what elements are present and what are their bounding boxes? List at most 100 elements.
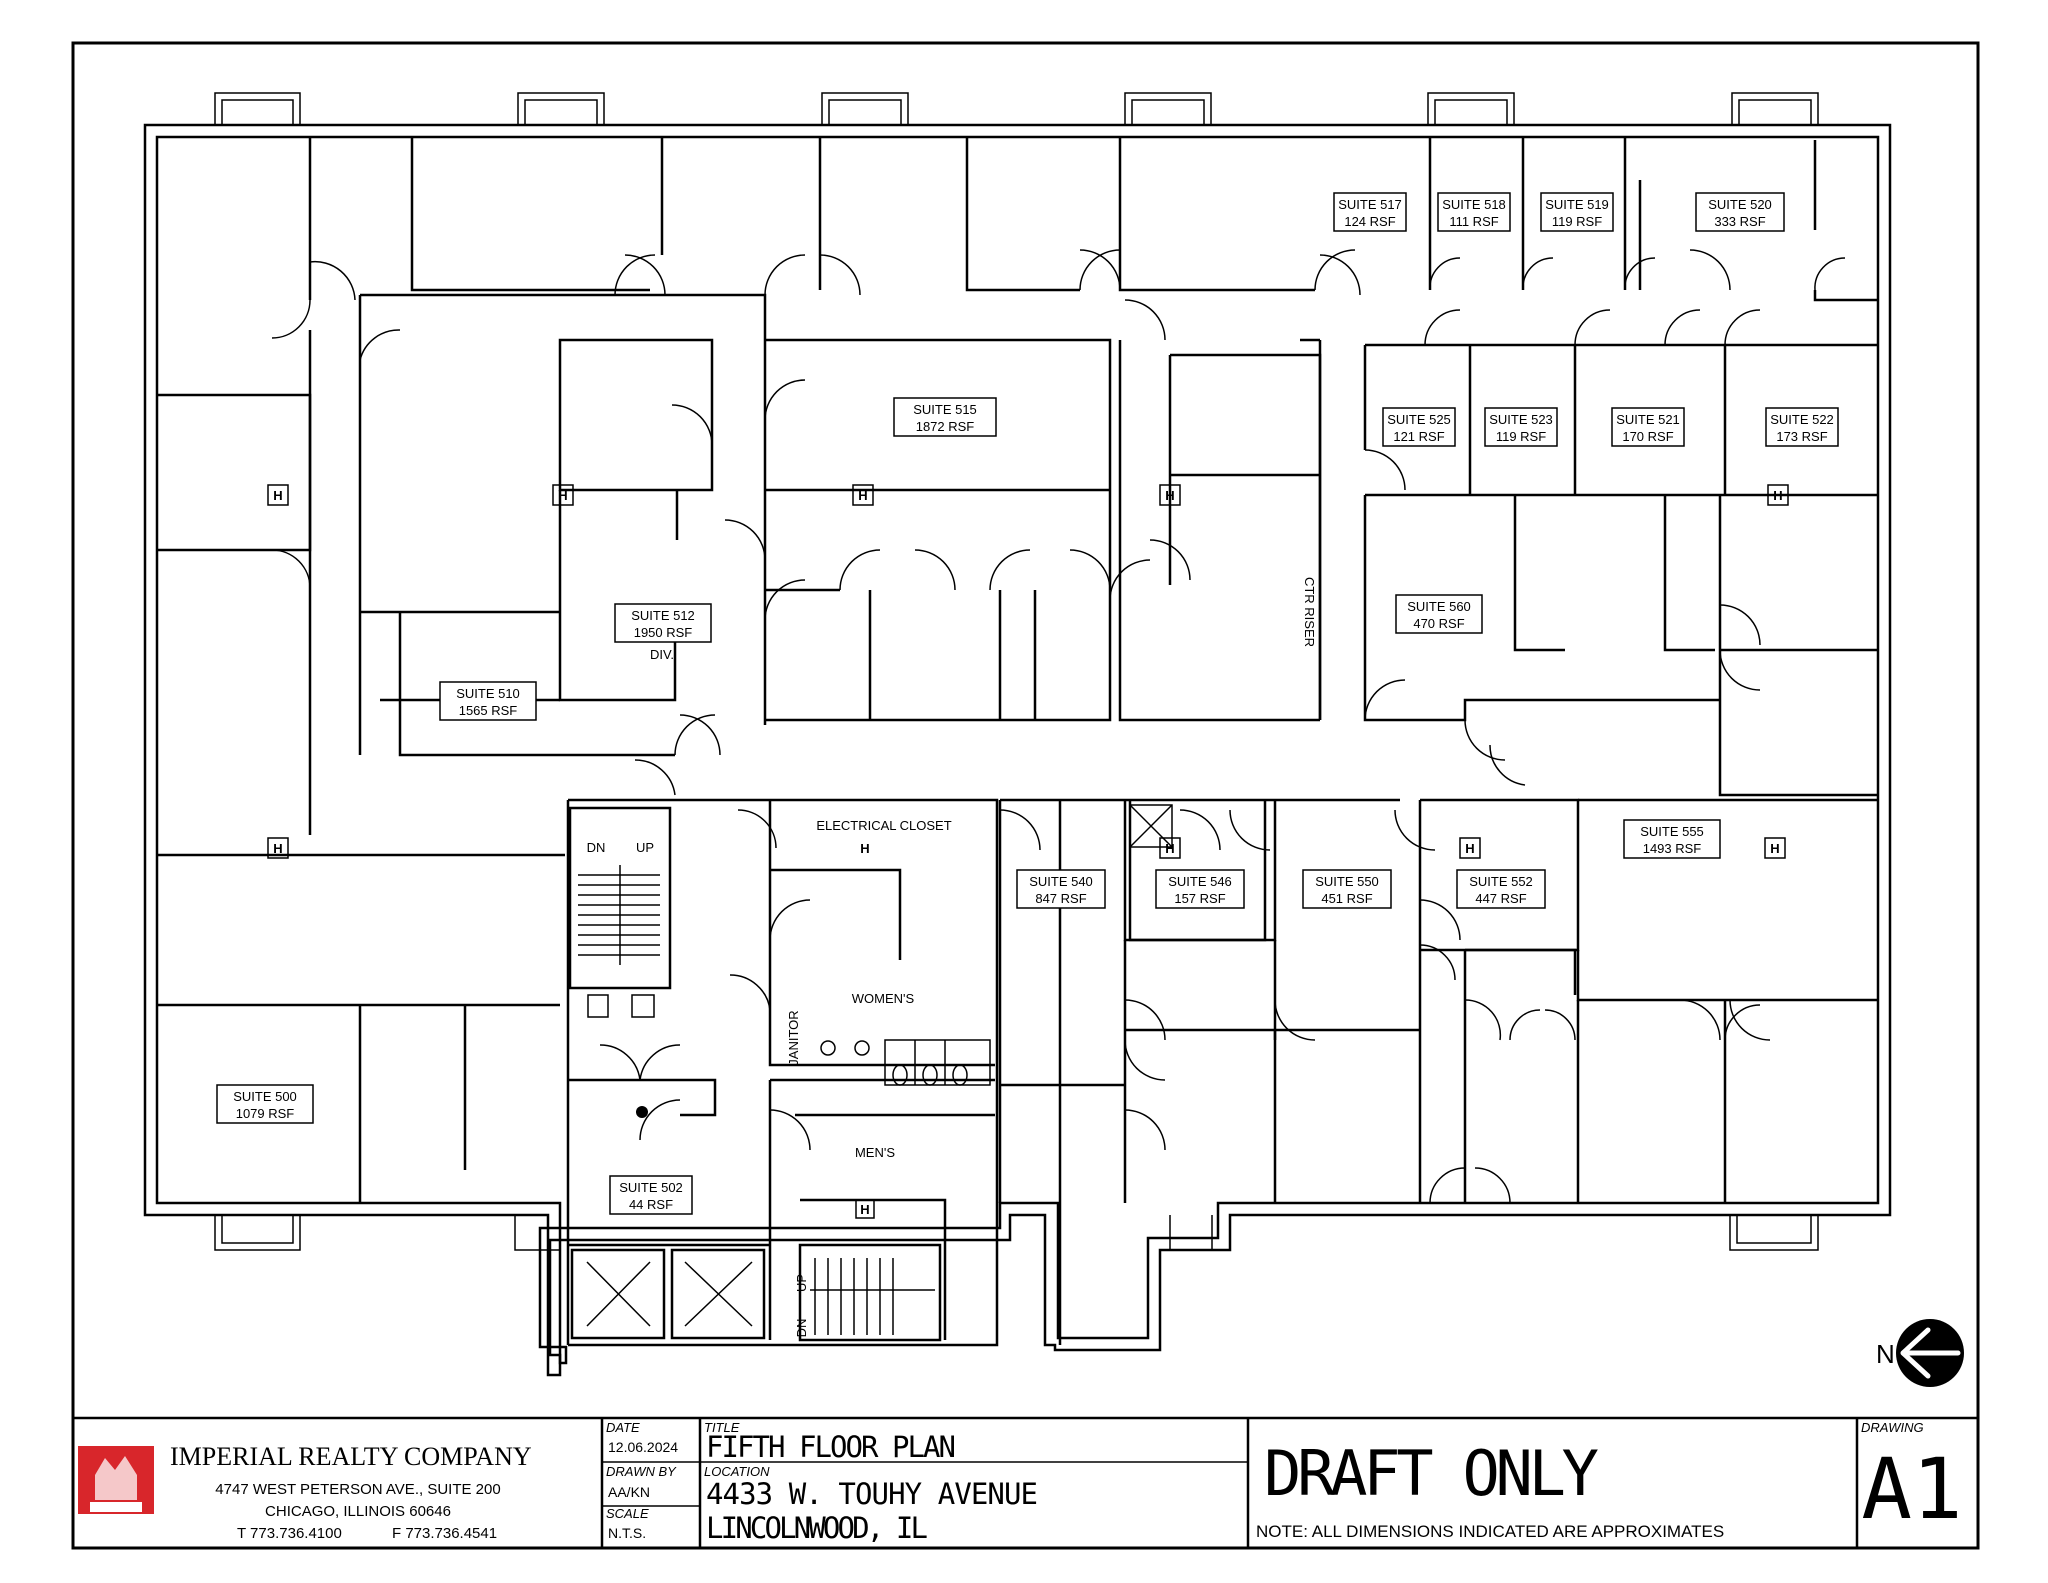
suite-area: 447 RSF	[1475, 891, 1526, 906]
suite-name: SUITE 517	[1338, 197, 1402, 212]
suite-label: SUITE 560 470 RSF	[1395, 594, 1483, 634]
suite-label: SUITE 550 451 RSF	[1302, 869, 1392, 909]
north-label: N	[1876, 1339, 1895, 1369]
company-fax: F 773.736.4541	[392, 1525, 497, 1542]
suite-label: SUITE 518 111 RSF	[1437, 192, 1511, 232]
stair-west	[568, 806, 672, 990]
suite-name: SUITE 550	[1315, 874, 1379, 889]
ctr-riser-label: CTR RISER	[1302, 577, 1317, 647]
div-label: DIV.	[650, 647, 674, 662]
suite-label-box	[1333, 192, 1407, 232]
suite-area: 173 RSF	[1776, 429, 1827, 444]
hose-marker-icon: H	[552, 484, 574, 506]
drawn-by-value: AA/KN	[608, 1484, 650, 1500]
womens-label: WOMEN'S	[852, 991, 915, 1006]
suite-label: SUITE 515 1872 RSF	[893, 397, 997, 437]
hose-marker-icon: H	[855, 1199, 875, 1219]
suite-area: 1493 RSF	[1643, 841, 1702, 856]
svg-text:H: H	[860, 841, 869, 856]
suite-name: SUITE 500	[233, 1089, 297, 1104]
svg-text:H: H	[860, 1202, 869, 1217]
suite-name: SUITE 525	[1387, 412, 1451, 427]
hose-markers: H H H H H H H H H H H	[267, 484, 1789, 1219]
mens-label: MEN'S	[855, 1145, 895, 1160]
suite-name: SUITE 519	[1545, 197, 1609, 212]
suite-name: SUITE 560	[1407, 599, 1471, 614]
sheet-border	[71, 41, 1980, 1550]
suite-area: 1079 RSF	[236, 1106, 295, 1121]
hose-marker-icon: H	[267, 837, 289, 859]
company-name: IMPERIAL REALTY COMPANY	[170, 1442, 532, 1471]
svg-text:H: H	[858, 488, 867, 503]
suite-label-box	[1437, 192, 1511, 232]
suite-label-box	[1623, 819, 1721, 859]
suite-name: SUITE 515	[913, 402, 977, 417]
suite-label: SUITE 519 119 RSF	[1540, 192, 1614, 232]
elevators	[570, 1248, 766, 1340]
scale-value: N.T.S.	[608, 1525, 646, 1541]
suite-name: SUITE 552	[1469, 874, 1533, 889]
suite-area: 1950 RSF	[634, 625, 693, 640]
suite-label-box	[1016, 869, 1106, 909]
suite-label-box	[1540, 192, 1614, 232]
location-line1: 4433 W. TOUHY AVENUE	[706, 1477, 1038, 1511]
title-value: FIFTH FLOOR PLAN	[706, 1430, 956, 1464]
window-bays-bottom	[214, 1215, 1819, 1251]
drawing-label: DRAWING	[1861, 1420, 1924, 1435]
location-line2: LINCOLNWOOD, IL	[706, 1511, 928, 1545]
suite-area: 124 RSF	[1344, 214, 1395, 229]
suite-area: 119 RSF	[1552, 214, 1602, 229]
stair-south	[798, 1243, 942, 1342]
suite-area: 1565 RSF	[459, 703, 518, 718]
suite-area: 121 RSF	[1393, 429, 1444, 444]
svg-text:H: H	[1465, 841, 1474, 856]
svg-text:H: H	[273, 841, 282, 856]
suite-area: 157 RSF	[1174, 891, 1225, 906]
interior-walls	[157, 137, 1878, 1347]
suite-area: 119 RSF	[1496, 429, 1546, 444]
suite-name: SUITE 502	[619, 1180, 683, 1195]
suite-label: SUITE 517 124 RSF	[1333, 192, 1407, 232]
suite-label-box	[1456, 869, 1546, 909]
electrical-closet-label: ELECTRICAL CLOSET	[816, 818, 951, 833]
company-address-1: 4747 WEST PETERSON AVE., SUITE 200	[215, 1481, 500, 1498]
svg-text:H: H	[558, 488, 567, 503]
svg-text:H: H	[1165, 841, 1174, 856]
suite-label: SUITE 525 121 RSF	[1382, 407, 1456, 447]
exterior-wall	[143, 123, 1892, 1377]
company-phone: T 773.736.4100	[237, 1525, 342, 1542]
company-logo	[78, 1446, 154, 1514]
suite-name: SUITE 518	[1442, 197, 1506, 212]
hose-marker-icon: H	[1159, 484, 1181, 506]
suite-area: 451 RSF	[1321, 891, 1372, 906]
svg-text:H: H	[273, 488, 282, 503]
suite-area: 470 RSF	[1413, 616, 1464, 631]
janitor-label: JANITOR	[786, 1010, 801, 1065]
suite-label-box	[609, 1175, 693, 1215]
hose-marker-icon: H	[267, 484, 289, 506]
suite-area: 111 RSF	[1449, 214, 1498, 229]
location-label: LOCATION	[704, 1464, 770, 1479]
restroom-fixtures	[587, 994, 991, 1118]
floor-plan: H H H H H H H H H H H ELECTRICAL CLOSET …	[143, 92, 1892, 1377]
suite-area: 1872 RSF	[916, 419, 975, 434]
suite-area: 847 RSF	[1035, 891, 1086, 906]
drawing-number: A1	[1861, 1440, 1962, 1538]
dimensions-note: NOTE: ALL DIMENSIONS INDICATED ARE APPRO…	[1256, 1522, 1724, 1541]
suite-label-box	[216, 1084, 314, 1124]
suite-name: SUITE 512	[631, 608, 695, 623]
suite-label-box	[1382, 407, 1456, 447]
suite-label-box	[1484, 407, 1558, 447]
hose-marker-icon: H	[1159, 837, 1181, 859]
suite-label-box	[1395, 594, 1483, 634]
stair-south-up-label: UP	[794, 1274, 809, 1292]
suite-label-box	[439, 681, 537, 721]
